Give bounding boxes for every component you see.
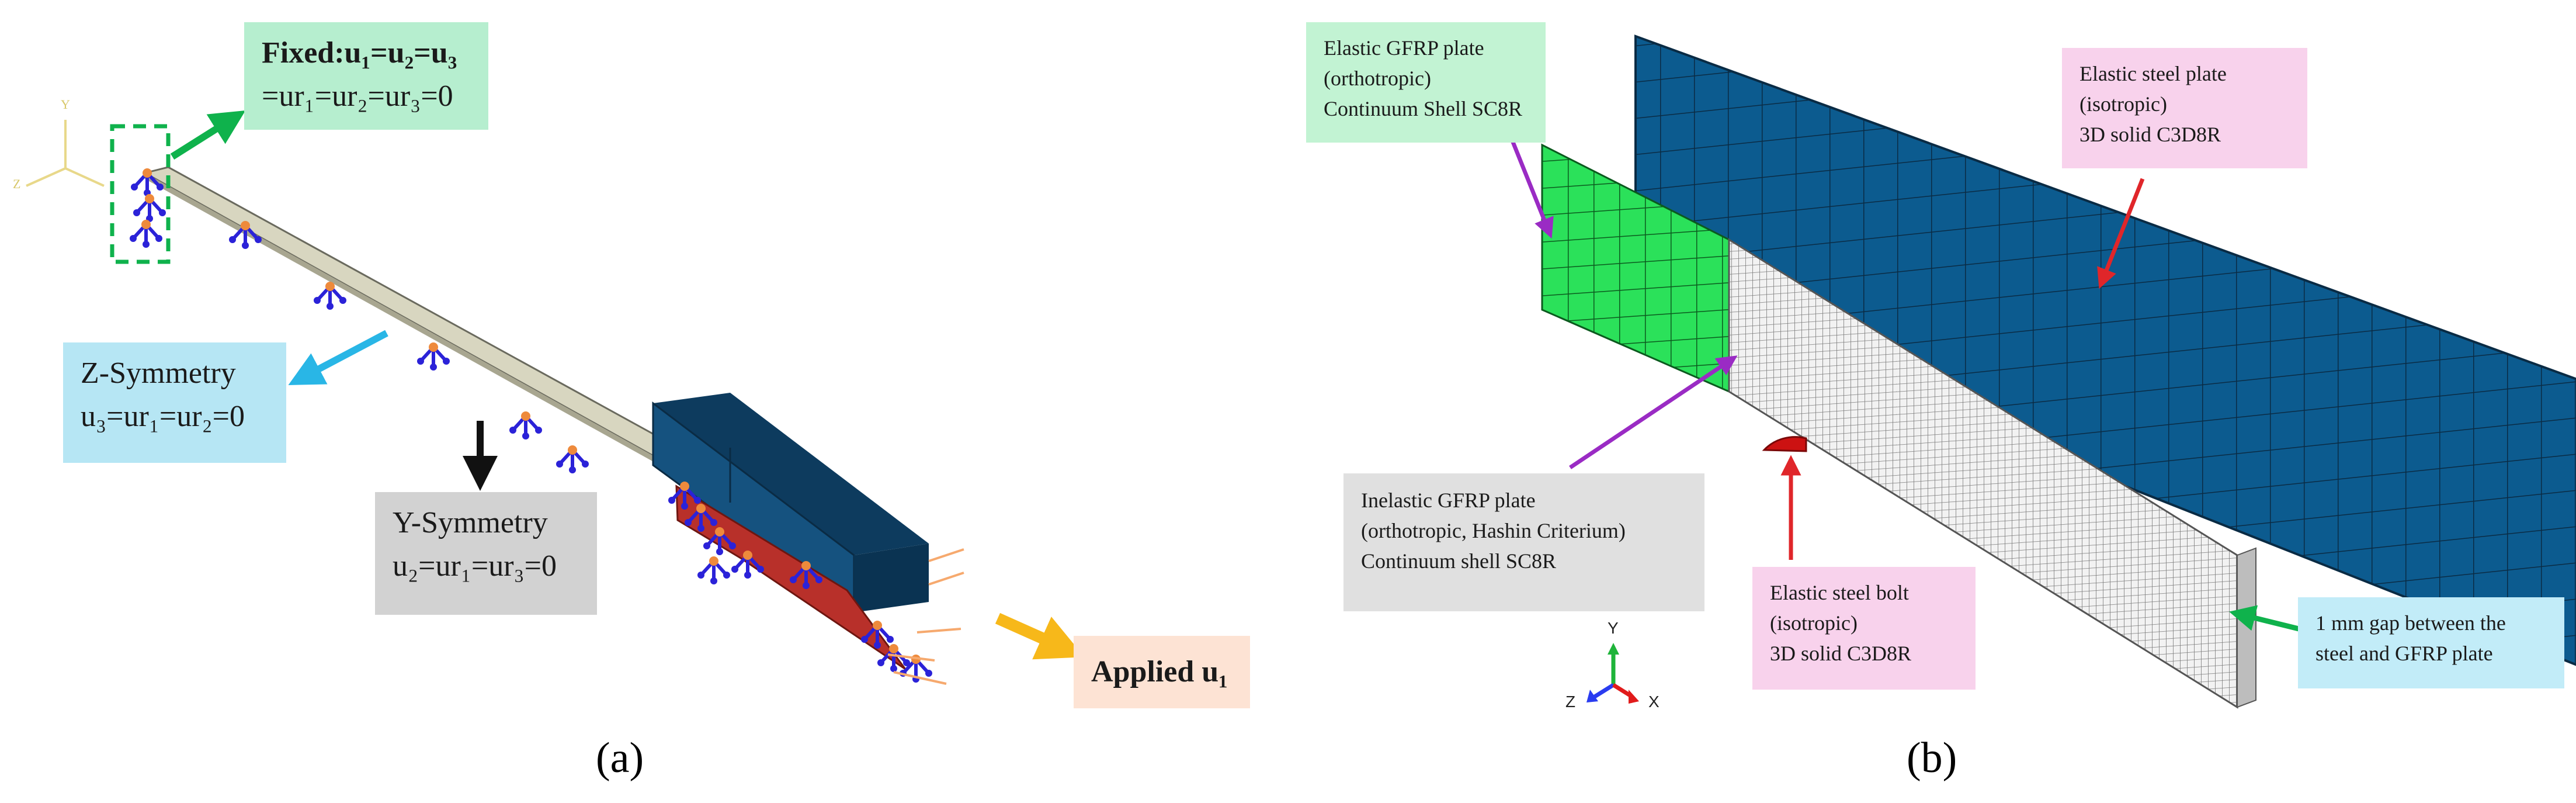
z-symmetry-arrow (288, 330, 388, 386)
steel-plate-arrow (2097, 178, 2145, 289)
fixed-bc-line-2: =ur₁=ur₂=ur₃=0 (262, 79, 453, 113)
gfrp-elastic-line-1: Elastic GFRP plate (1324, 36, 1484, 60)
gap-label: 1 mm gap between the steel and GFRP plat… (2298, 597, 2564, 688)
bc-symbol (703, 527, 736, 555)
bc-symbol (861, 621, 894, 649)
steel-bolt-label: Elastic steel bolt (isotropic) 3D solid … (1752, 567, 1976, 690)
gfrp-end-face (2237, 547, 2256, 708)
bc-symbol (130, 220, 162, 248)
gfrp-elastic-line-2: (orthotropic) (1324, 67, 1431, 90)
steel-plate-end-face (854, 544, 929, 612)
gap-line-1: 1 mm gap between the (2315, 611, 2506, 635)
applied-load-arrows (887, 548, 964, 685)
fixed-arrow (170, 110, 246, 160)
steel-bolt (1762, 436, 1807, 452)
gfrp-beam-edge (145, 173, 718, 498)
applied-load-text: Applied u₁ (1091, 655, 1228, 688)
gfrp-elastic-arrow (1507, 132, 1554, 239)
bc-symbol (509, 411, 542, 439)
steel-plate-top-face (653, 393, 929, 555)
steel-plate-line-3: 3D solid C3D8R (2079, 123, 2221, 146)
applied-load-label: Applied u₁ (1074, 636, 1250, 708)
gfrp-inelastic-label: Inelastic GFRP plate (orthotropic, Hashi… (1343, 473, 1704, 611)
axis-label-z-b: Z (1565, 693, 1575, 711)
steel-plate-line-1: Elastic steel plate (2079, 62, 2227, 85)
bc-symbol (731, 551, 764, 579)
panel-b: Y Z X (1507, 34, 2576, 711)
z-symmetry-label: Z-Symmetry u₃=ur₁=ur₂=0 (63, 342, 286, 463)
z-symmetry-line-1: Z-Symmetry (81, 356, 236, 390)
gfrp-inelastic-line-2: (orthotropic, Hashin Criterium) (1361, 519, 1626, 542)
steel-bolt-line-2: (isotropic) (1770, 611, 1858, 635)
axis-triad-a (26, 120, 105, 187)
steel-bolt-line-1: Elastic steel bolt (1770, 581, 1909, 604)
y-symmetry-line-2: u₂=ur₁=ur₃=0 (393, 549, 557, 583)
bc-symbol (697, 556, 730, 584)
axis-triad-b (1586, 643, 1639, 704)
z-symmetry-line-2: u₃=ur₁=ur₂=0 (81, 400, 245, 433)
bc-symbol (314, 282, 346, 310)
gfrp-elastic-label: Elastic GFRP plate (orthotropic) Continu… (1306, 22, 1546, 143)
axis-label-z-a: Z (13, 176, 20, 191)
bc-symbol (900, 655, 932, 683)
boundary-condition-symbols (130, 168, 932, 683)
bc-symbol (668, 482, 701, 510)
bc-symbol (131, 168, 164, 196)
bc-symbol (417, 342, 450, 371)
fixed-region-dashed-box (110, 124, 171, 264)
steel-plate-line-2: (isotropic) (2079, 92, 2167, 116)
steel-plate-label: Elastic steel plate (isotropic) 3D solid… (2062, 48, 2307, 168)
caption-b: (b) (1907, 734, 1957, 782)
caption-a: (a) (596, 734, 644, 782)
panel-a: Y Z (13, 97, 1085, 685)
steel-bolt-line-3: 3D solid C3D8R (1770, 642, 1912, 665)
y-symmetry-label: Y-Symmetry u₂=ur₁=ur₃=0 (375, 492, 597, 615)
axis-label-x-b: X (1648, 693, 1660, 711)
fixed-bc-label: Fixed:u₁=u₂=u₃ =ur₁=ur₂=ur₃=0 (244, 22, 488, 130)
gfrp-inelastic-line-3: Continuum shell SC8R (1361, 549, 1557, 573)
applied-load-arrow (995, 612, 1085, 660)
bc-symbol (133, 194, 166, 222)
bc-symbol (556, 445, 589, 473)
y-symmetry-line-1: Y-Symmetry (393, 506, 548, 539)
gfrp-inelastic-arrow (1569, 355, 1738, 469)
gfrp-inelastic-line-1: Inelastic GFRP plate (1361, 489, 1536, 512)
bc-symbol (229, 221, 262, 249)
gap-line-2: steel and GFRP plate (2315, 642, 2493, 665)
bc-symbol (685, 504, 717, 532)
gfrp-elastic-line-3: Continuum Shell SC8R (1324, 97, 1523, 120)
fixed-bc-line-1: Fixed:u₁=u₂=u₃ (262, 36, 457, 70)
axis-label-y-b: Y (1608, 619, 1619, 637)
bc-symbol (790, 561, 822, 589)
axis-label-y-a: Y (61, 97, 70, 112)
